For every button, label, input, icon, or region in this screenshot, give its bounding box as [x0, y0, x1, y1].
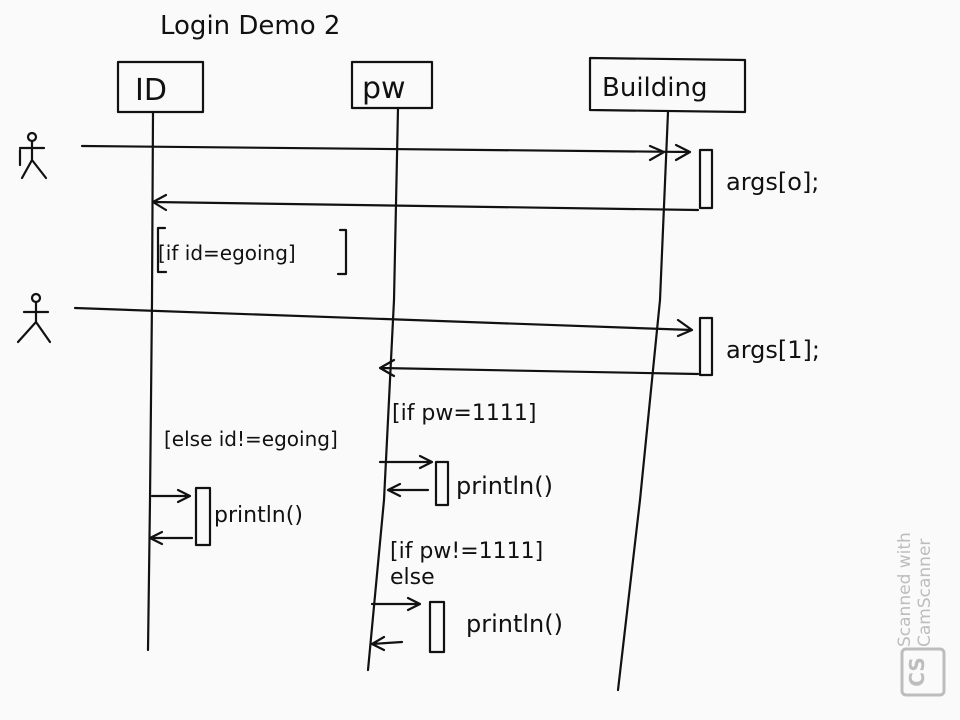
building-lifeline: [616, 110, 670, 692]
camscanner-watermark: Scanned with CamScanner CS: [880, 505, 960, 705]
return-to-pw-arrow: [378, 358, 700, 378]
pw-lifeline-label: pw: [362, 71, 406, 106]
building-lifeline-box: [588, 56, 747, 114]
println-id: println(): [214, 503, 303, 528]
pw-lifeline-box: [350, 60, 434, 110]
println-pw-2: println(): [466, 610, 563, 638]
pw-activation-1: [434, 460, 450, 507]
message-args1-arrow: [73, 306, 694, 338]
pw-return-1: [386, 482, 430, 498]
watermark-line1: Scanned with: [895, 532, 915, 647]
id-activation: [194, 486, 212, 547]
id-lifeline: [146, 110, 155, 652]
diagram-title: Login Demo 2: [160, 11, 340, 41]
pw-return-2: [370, 635, 404, 652]
message-args0-arrow: [80, 143, 692, 162]
guard-bracket-right: [336, 228, 348, 276]
if-else-pw-guard-line1: [if pw!=1111]: [390, 539, 543, 564]
camscanner-logo-icon: CS: [900, 647, 946, 697]
building-lifeline-label: Building: [602, 73, 707, 103]
println-pw-1: println(): [456, 472, 553, 500]
id-lifeline-label: ID: [135, 73, 167, 108]
actor-1-icon: [18, 131, 48, 180]
args0-note: args[o];: [726, 168, 819, 196]
else-id-guard: [else id!=egoing]: [164, 427, 338, 451]
pw-activation-2: [428, 600, 446, 654]
svg-text:CS: CS: [905, 657, 929, 686]
if-pw-guard: [if pw=1111]: [392, 401, 536, 426]
building-activation-1: [698, 148, 714, 210]
args1-note: args[1];: [726, 336, 820, 364]
watermark-line2: CamScanner: [915, 539, 935, 647]
id-self-call: [150, 488, 192, 504]
return-to-id-arrow: [151, 193, 700, 212]
pw-self-call-2: [370, 596, 422, 612]
id-return: [148, 530, 194, 546]
if-id-guard: [if id=egoing]: [158, 241, 296, 265]
id-lifeline-box: [116, 60, 205, 114]
actor-2-icon: [16, 292, 52, 344]
pw-self-call-1: [378, 454, 434, 470]
building-activation-2: [698, 316, 714, 377]
guard-bracket-left: [156, 226, 168, 274]
pw-lifeline: [366, 106, 400, 672]
if-else-pw-guard-line2: else: [390, 565, 435, 590]
